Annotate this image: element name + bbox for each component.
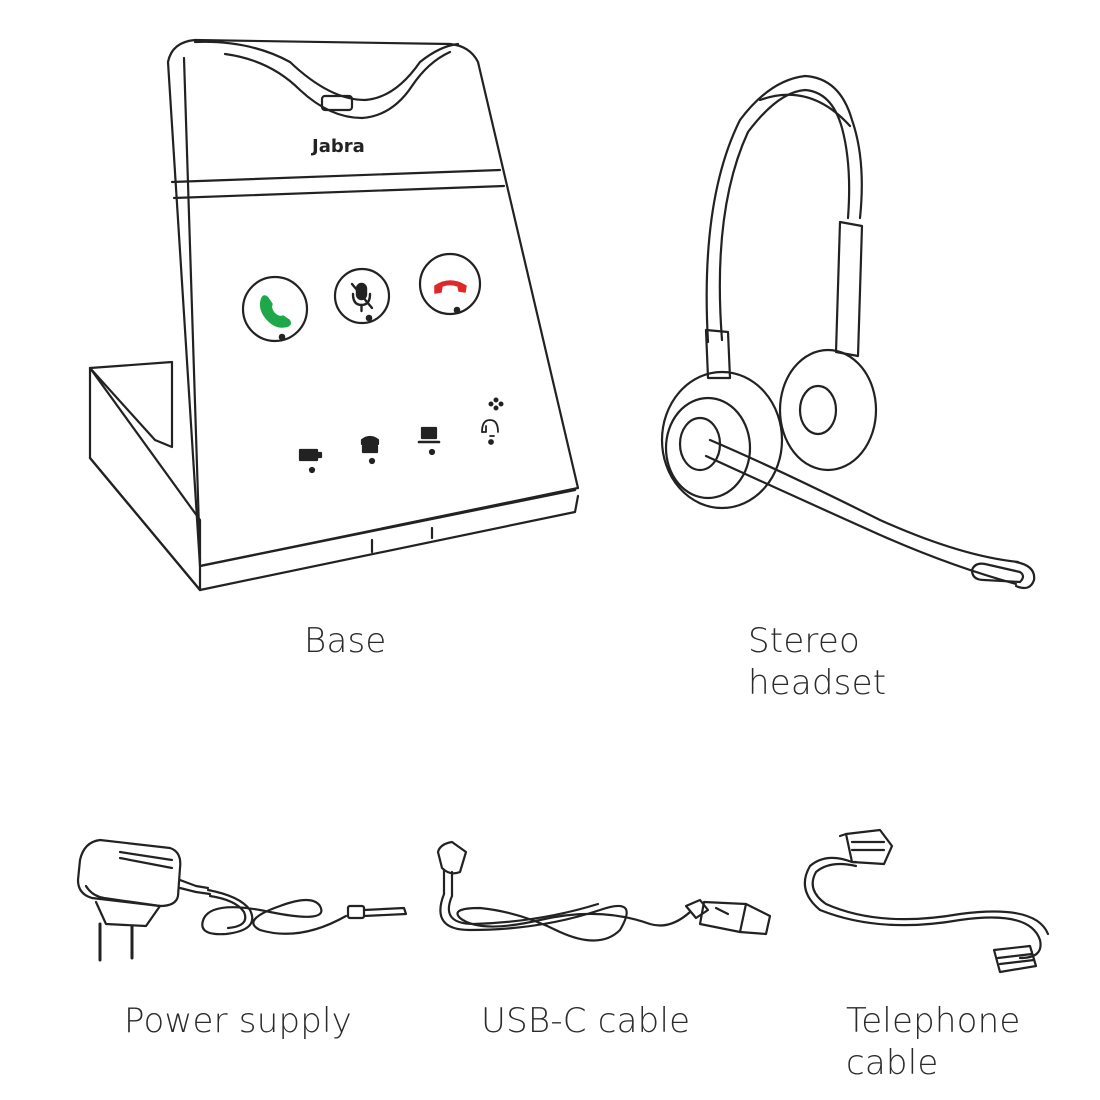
desk-phone-icon <box>360 435 380 465</box>
power-supply-illustration <box>76 838 408 962</box>
headset-illustration <box>660 74 1036 590</box>
base-label-text: Base <box>304 621 387 661</box>
answer-call-icon <box>259 295 292 328</box>
usb-c-cable-illustration <box>436 840 772 942</box>
battery-icon <box>298 448 323 474</box>
stereo-headset-label: Stereo headset <box>748 620 886 704</box>
power-supply-label: Power supply <box>124 1000 352 1042</box>
usb-c-cable-label-text: USB-C cable <box>481 1001 691 1041</box>
power-supply-label-text: Power supply <box>124 1001 352 1041</box>
computer-icon <box>417 426 441 456</box>
answer-call-button-outline <box>241 275 309 343</box>
headset-status-icon <box>481 397 504 445</box>
base-illustration <box>88 38 580 592</box>
telephone-cable-label: Telephone cable <box>846 1000 1020 1084</box>
mute-mic-icon <box>350 282 374 313</box>
telephone-cable-illustration <box>803 828 1050 974</box>
telephone-cable-label-line1: Telephone <box>846 1001 1021 1041</box>
usb-c-cable-label: USB-C cable <box>481 1000 690 1042</box>
end-call-icon <box>434 280 467 294</box>
base-label: Base <box>304 620 387 662</box>
telephone-cable-label-line2: cable <box>846 1043 939 1083</box>
stereo-headset-label-line1: Stereo <box>748 621 860 661</box>
stereo-headset-label-line2: headset <box>748 663 887 703</box>
